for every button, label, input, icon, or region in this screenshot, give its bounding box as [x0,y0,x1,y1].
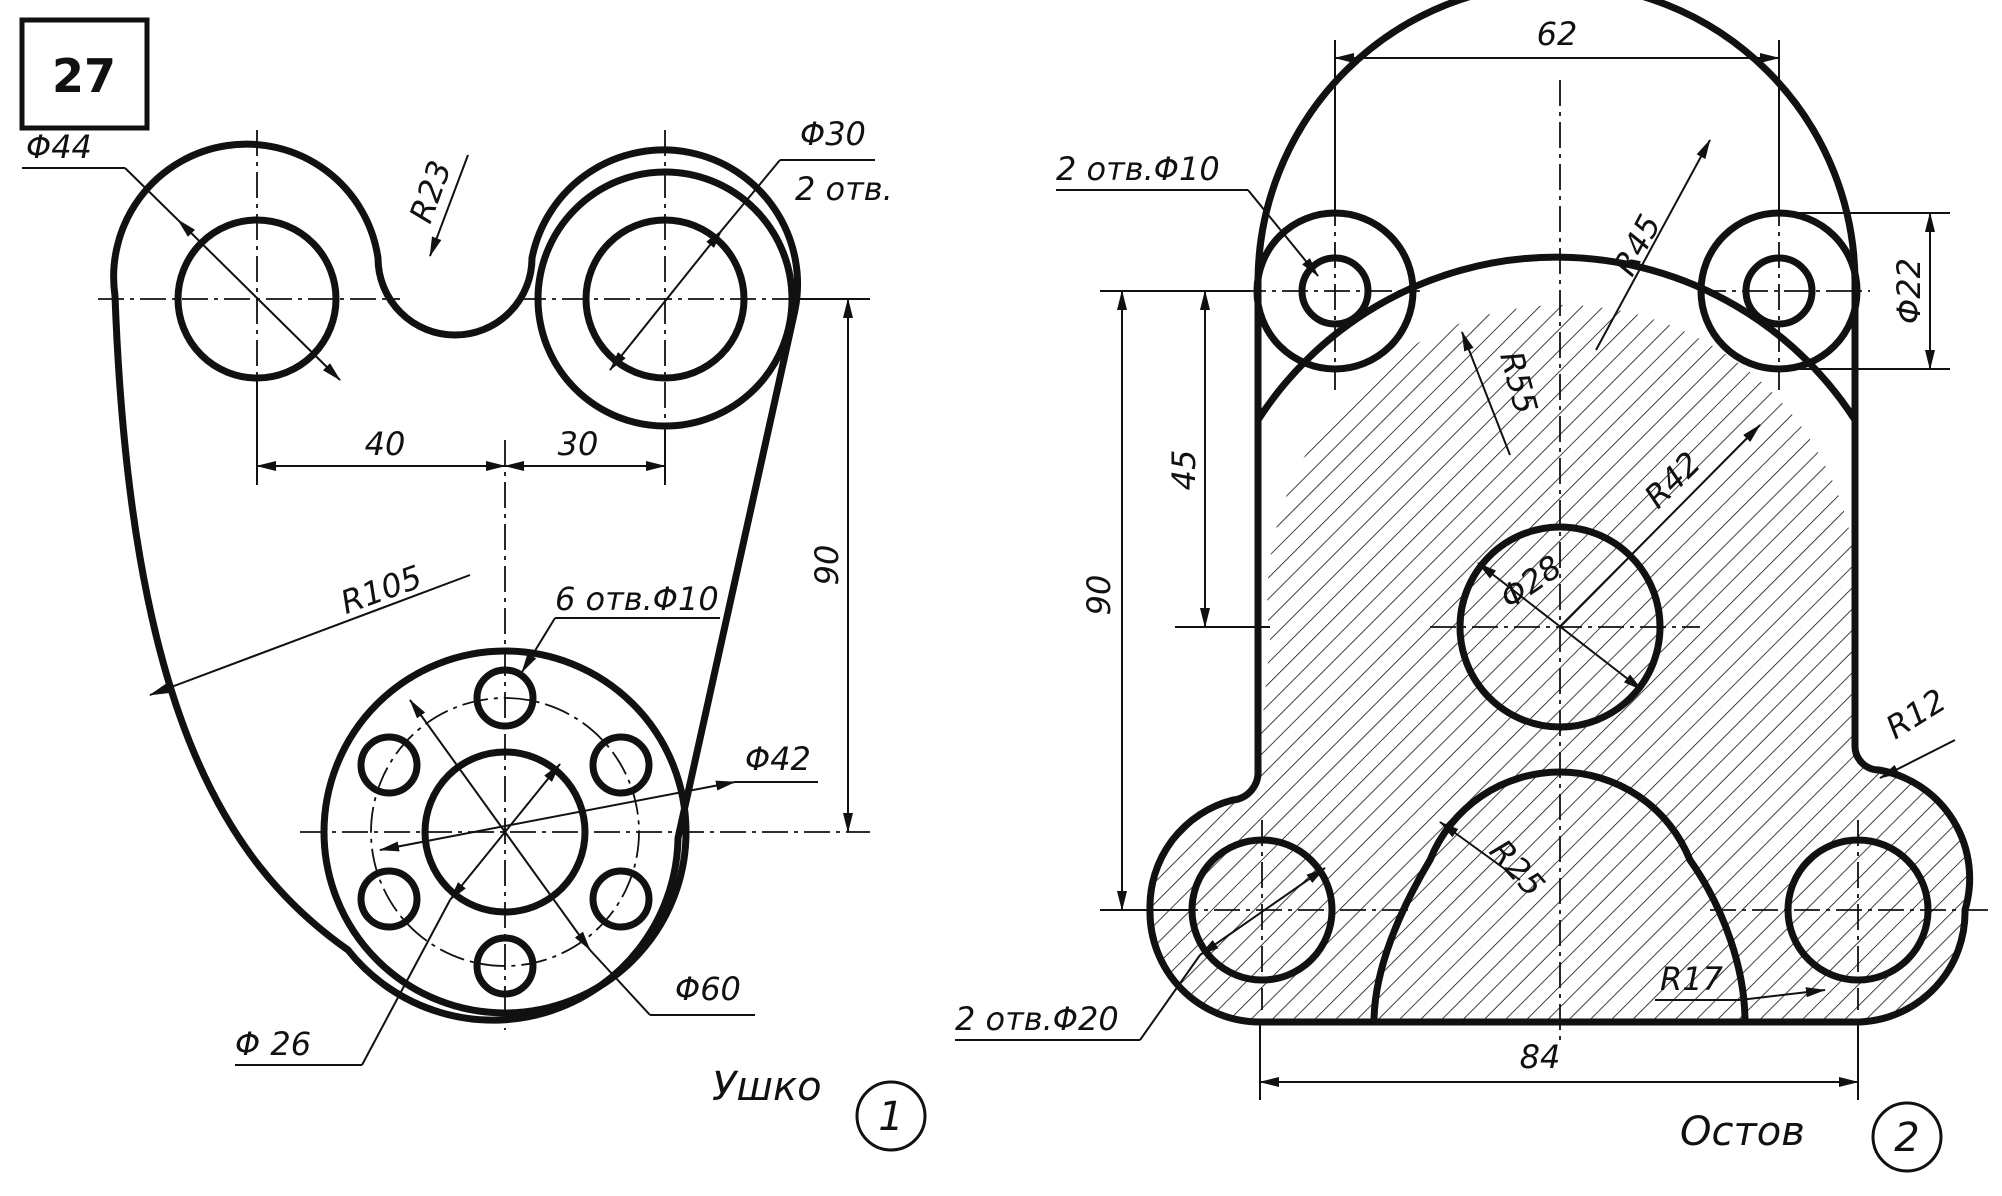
dim-label: 2 отв.Φ20 [955,1000,1119,1038]
part2-outline [1146,0,1974,1026]
part1-dimensions: Φ44 R23 Φ30 2 отв. 40 30 R105 90 [22,115,893,1066]
dim-label: Φ60 [675,970,741,1008]
part1-index: 1 [878,1094,903,1140]
dim-label: Φ 26 [235,1025,311,1063]
dim-label: 30 [558,425,599,463]
dim-label: Φ22 [1890,258,1928,324]
part1-drawing: Φ44 R23 Φ30 2 отв. 40 30 R105 90 [22,115,927,1152]
problem-number-box: 27 [19,17,150,131]
dim-label: 2 отв.Φ10 [1056,150,1220,188]
part2-index: 2 [1894,1115,1919,1161]
part1-outline [110,140,802,1024]
dim-label: R105 [336,558,427,622]
dim-label: 2 отв. [795,170,893,208]
part1-name: Ушко [712,1064,822,1110]
part1-caption: Ушко 1 [712,1064,927,1152]
dim-label: 6 отв.Φ10 [555,580,719,618]
part2-caption: Остов 2 [1680,1101,1943,1173]
dim-label: 40 [365,425,406,463]
dim-label: R23 [402,156,459,228]
dim-label: R12 [1879,681,1953,747]
dim-label: 90 [1080,575,1118,616]
dim-label: 45 [1165,450,1203,491]
part1-centerlines [98,130,870,1030]
part2-inner-arch [1254,253,1859,424]
part2-name: Остов [1680,1109,1805,1155]
dim-label: Φ44 [26,128,92,166]
dim-label: 84 [1520,1038,1561,1076]
dim-label: 90 [808,545,846,586]
dim-label: Φ42 [745,740,811,778]
dim-label: 62 [1537,15,1578,53]
dim-label: R17 [1660,960,1724,998]
part2-drawing: 62 2 отв.Φ10 R45 Φ22 R55 45 R42 [955,0,1990,1173]
problem-number: 27 [52,49,116,103]
dim-label: Φ30 [800,115,866,153]
